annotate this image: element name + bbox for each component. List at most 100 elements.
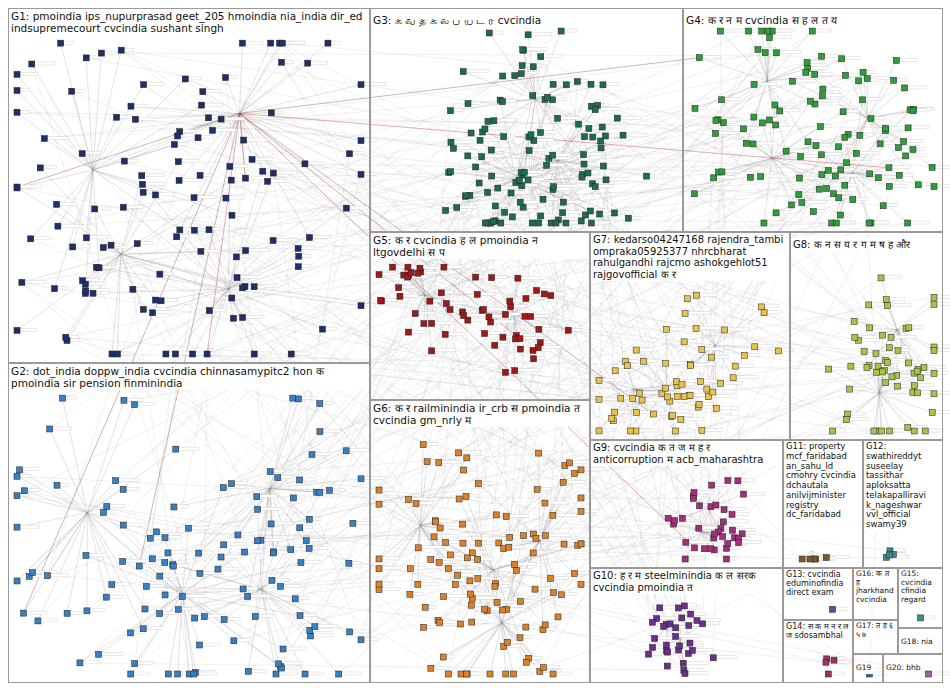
edge-line bbox=[240, 58, 700, 114]
vertex-tag bbox=[561, 116, 579, 119]
vertex-tag bbox=[566, 480, 586, 483]
vertex-tag bbox=[485, 308, 507, 311]
edge-web bbox=[17, 31, 934, 674]
edge-line bbox=[67, 513, 87, 614]
edge-line bbox=[131, 106, 584, 164]
vertex-tag bbox=[901, 349, 910, 352]
edge-line bbox=[468, 156, 918, 393]
edge-line bbox=[504, 549, 802, 559]
vertex-tag bbox=[437, 535, 458, 538]
edge-line bbox=[708, 508, 714, 534]
edge-line bbox=[131, 223, 870, 633]
edge-line bbox=[182, 563, 301, 594]
vertex-tag bbox=[89, 553, 108, 556]
vertex-tag bbox=[843, 213, 851, 216]
vertex-tag bbox=[772, 118, 786, 121]
vertex-tag bbox=[811, 66, 828, 69]
edge-line bbox=[17, 476, 87, 512]
vertex-tag bbox=[127, 159, 138, 162]
vertex-tag bbox=[296, 496, 305, 499]
vertex-tag bbox=[889, 126, 905, 129]
vertex-tag bbox=[937, 295, 950, 298]
vertex-tag bbox=[453, 109, 463, 112]
vertex-tag bbox=[937, 303, 950, 306]
vertex-tag bbox=[894, 335, 915, 338]
vertex-tag bbox=[260, 495, 278, 498]
vertex-tag bbox=[205, 103, 224, 106]
vertex-tag bbox=[921, 183, 931, 186]
vertex-tag bbox=[469, 672, 487, 675]
vertex-tag bbox=[823, 125, 831, 128]
vertex-tag bbox=[382, 588, 400, 591]
edge-line bbox=[72, 91, 93, 170]
vertex-tag bbox=[498, 584, 509, 587]
vertex-tag bbox=[138, 117, 154, 120]
vertex-tag bbox=[349, 206, 368, 209]
vertex-tag bbox=[899, 58, 917, 61]
vertex-tag bbox=[41, 619, 58, 622]
edge-line bbox=[490, 622, 502, 674]
vertex-tag bbox=[203, 173, 212, 176]
edge-line bbox=[177, 172, 722, 237]
vertex-tag bbox=[519, 568, 529, 571]
vertex-tag bbox=[88, 282, 106, 285]
vertex-tag bbox=[546, 666, 559, 669]
edge-line bbox=[699, 58, 767, 81]
vertex-tag bbox=[411, 498, 427, 501]
vertex-tag bbox=[235, 213, 245, 216]
edge-line bbox=[563, 195, 799, 213]
vertex-tag bbox=[285, 41, 305, 44]
edge-line bbox=[262, 528, 300, 590]
vertex-tag bbox=[866, 98, 882, 101]
vertex-tag bbox=[102, 652, 124, 655]
edge-line bbox=[769, 120, 772, 158]
vertex-tag bbox=[907, 140, 924, 143]
vertex-tag bbox=[550, 163, 565, 166]
edge-line bbox=[240, 113, 520, 338]
vertex-tag bbox=[69, 335, 79, 338]
edge-line bbox=[87, 513, 156, 532]
vertex-tag bbox=[908, 86, 927, 89]
edge-line bbox=[95, 144, 753, 209]
vertex-tag bbox=[866, 70, 875, 73]
vertex-tag bbox=[70, 338, 79, 341]
vertex-tag bbox=[234, 482, 247, 485]
vertex-tag bbox=[475, 551, 490, 554]
vertex-tag bbox=[197, 672, 217, 675]
vertex-tag bbox=[255, 157, 272, 160]
vertex-tag bbox=[512, 545, 524, 548]
edge-line bbox=[54, 170, 92, 289]
vertex-tag bbox=[564, 29, 577, 32]
vertex-tag bbox=[556, 153, 571, 156]
vertex-tag bbox=[145, 174, 165, 177]
edge-line bbox=[252, 102, 502, 160]
vertex-tag bbox=[571, 328, 582, 331]
vertex-tag bbox=[64, 41, 74, 44]
vertex-tag bbox=[685, 382, 695, 385]
vertex-tag bbox=[20, 88, 30, 91]
vertex-tag bbox=[567, 542, 575, 545]
vertex-tag bbox=[846, 110, 858, 113]
vertex-tag bbox=[837, 192, 852, 195]
vertex-tag bbox=[548, 534, 570, 537]
vertex-tag bbox=[467, 468, 478, 471]
edge-line bbox=[123, 207, 228, 289]
vertex-tag bbox=[937, 185, 950, 188]
vertex-tag bbox=[449, 302, 468, 305]
vertex-tag bbox=[553, 576, 568, 579]
vertex-tag bbox=[572, 461, 590, 464]
vertex-tag bbox=[159, 193, 175, 196]
vertex-tag bbox=[818, 102, 839, 105]
edge-line bbox=[86, 58, 504, 137]
vertex-tag bbox=[536, 357, 544, 360]
vertex-tag bbox=[443, 620, 458, 623]
vertex-tag bbox=[716, 390, 738, 393]
vertex-tag bbox=[134, 672, 150, 675]
vertex-tag bbox=[646, 359, 657, 362]
vertex-tag bbox=[916, 109, 926, 112]
edge-line bbox=[85, 254, 121, 293]
edge-line bbox=[438, 570, 493, 620]
edge-line bbox=[17, 112, 93, 170]
edge-line bbox=[449, 50, 758, 173]
vertex-tag bbox=[804, 154, 821, 157]
